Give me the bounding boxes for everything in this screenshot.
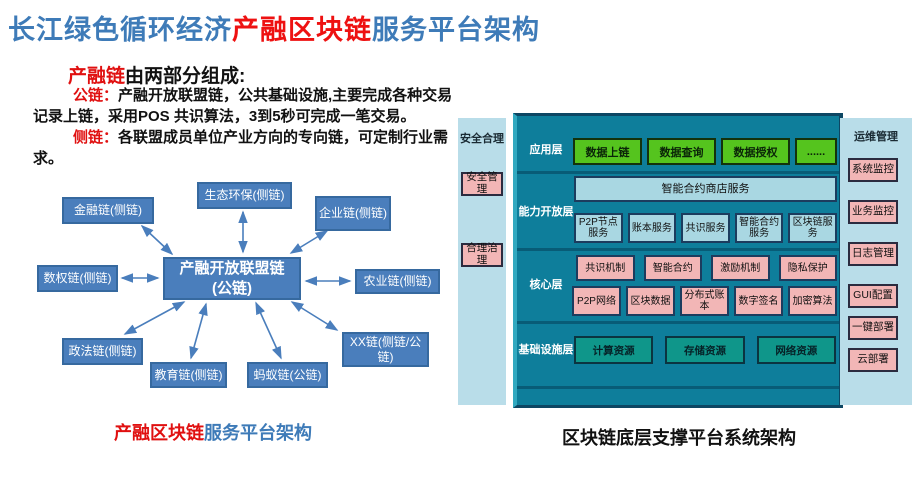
public-chain-label: 公链： xyxy=(73,87,119,104)
left-caption-blue: 服务平台架构 xyxy=(204,423,312,443)
core-box-block-data: 区块数据 xyxy=(626,286,675,316)
ops-box-business-monitor: 业务监控 xyxy=(848,200,898,224)
ops-sidebar-title: 运维管理 xyxy=(854,131,898,143)
infra-boxes-row: 计算资源 存储资源 网络资源 xyxy=(574,336,836,364)
node-law-chain: 政法链(侧链) xyxy=(62,338,143,365)
app-box-more: ...... xyxy=(795,138,837,165)
side-chain-label: 侧链： xyxy=(73,129,119,146)
capability-layer-label: 能力开放层 xyxy=(518,206,574,218)
infra-box-network: 网络资源 xyxy=(756,336,836,364)
ops-box-log-management: 日志管理 xyxy=(848,242,898,266)
left-caption-red: 产融区块链 xyxy=(114,423,204,443)
core-box-consensus-mechanism: 共识机制 xyxy=(576,255,635,281)
public-chain-text: 产融开放联盟链，公共基础设施,主要完成各种交易记录上链，采用POS 共识算法，3… xyxy=(33,87,453,125)
core-row-2: P2P网络 区块数据 分布式账本 数字签名 加密算法 xyxy=(572,286,837,316)
description-heading-rest: 由两部分组成: xyxy=(125,66,246,87)
description-heading: 产融链由两部分组成: xyxy=(68,61,245,88)
page-title: 长江绿色循环经济产融区块链服务平台架构 xyxy=(8,8,540,47)
divider-core-infra xyxy=(517,321,839,324)
smart-contract-store-box: 智能合约商店服务 xyxy=(574,176,837,202)
infra-box-compute: 计算资源 xyxy=(574,336,654,364)
capability-box-ledger-service: 账本服务 xyxy=(627,213,677,243)
app-box-data-upchain: 数据上链 xyxy=(573,138,642,165)
title-part-1: 长江绿色循环经济 xyxy=(8,15,232,45)
node-data-rights-chain: 数权链(侧链) xyxy=(37,265,118,292)
node-education-chain: 教育链(侧链) xyxy=(150,362,227,388)
security-sidebar: 安全合理 安全管理 合理治理 xyxy=(458,118,506,405)
capability-box-p2p-node: P2P节点服务 xyxy=(574,213,623,243)
core-row-1: 共识机制 智能合约 激励机制 隐私保护 xyxy=(576,255,837,281)
center-node-line1: 产融开放联盟链 xyxy=(179,260,285,277)
side-chain-paragraph: 侧链：各联盟成员单位产业方向的专向链，可定制行业需求。 xyxy=(33,127,453,169)
governance-box: 合理治理 xyxy=(461,243,503,267)
description-heading-keyword: 产融链 xyxy=(68,66,126,87)
node-enterprise-chain: 企业链(侧链) xyxy=(315,196,391,231)
ops-box-gui-config: GUI配置 xyxy=(848,284,898,308)
core-box-privacy: 隐私保护 xyxy=(778,255,837,281)
divider-capability-core xyxy=(517,248,839,251)
security-management-box: 安全管理 xyxy=(461,172,503,196)
divider-infra-bottom xyxy=(517,386,839,389)
node-eco-chain: 生态环保(侧链) xyxy=(197,182,292,209)
architecture-main-area: 应用层 数据上链 数据查询 数据授权 ...... 能力开放层 智能合约商店服务… xyxy=(513,113,843,408)
ops-box-one-key-deploy: 一键部署 xyxy=(848,316,898,340)
title-part-2: 产融区块链 xyxy=(232,15,372,45)
infra-layer-label: 基础设施层 xyxy=(518,344,574,356)
core-box-distributed-ledger: 分布式账本 xyxy=(680,286,729,316)
side-chain-text: 各联盟成员单位产业方向的专向链，可定制行业需求。 xyxy=(33,129,449,167)
divider-app-capability xyxy=(517,171,839,174)
ops-sidebar: 运维管理 系统监控 业务监控 日志管理 GUI配置 一键部署 云部署 xyxy=(840,118,912,405)
core-layer-label: 核心层 xyxy=(529,279,563,291)
public-chain-paragraph: 公链：产融开放联盟链，公共基础设施,主要完成各种交易记录上链，采用POS 共识算… xyxy=(33,85,453,127)
description-body: 公链：产融开放联盟链，公共基础设施,主要完成各种交易记录上链，采用POS 共识算… xyxy=(33,85,453,169)
core-box-encryption: 加密算法 xyxy=(788,286,837,316)
node-xx-chain: XX链(侧链/公链) xyxy=(342,332,429,367)
infra-box-storage: 存储资源 xyxy=(665,336,745,364)
app-layer-label: 应用层 xyxy=(529,144,563,156)
core-box-smart-contract: 智能合约 xyxy=(643,255,702,281)
core-box-p2p-network: P2P网络 xyxy=(572,286,621,316)
node-public-alliance-chain: 产融开放联盟链 (公链) xyxy=(163,257,301,300)
right-diagram-caption: 区块链底层支撑平台系统架构 xyxy=(562,428,796,448)
app-box-data-authorize: 数据授权 xyxy=(721,138,790,165)
app-box-data-query: 数据查询 xyxy=(647,138,716,165)
node-agriculture-chain: 农业链(侧链) xyxy=(355,269,440,294)
ops-box-cloud-deploy: 云部署 xyxy=(848,348,898,372)
core-box-digital-signature: 数字签名 xyxy=(734,286,783,316)
ops-box-system-monitor: 系统监控 xyxy=(848,158,898,182)
security-sidebar-title: 安全合理 xyxy=(460,133,504,145)
capability-box-blockchain: 区块链服务 xyxy=(788,213,837,243)
node-ant-chain: 蚂蚁链(公链) xyxy=(247,362,328,388)
left-diagram-caption: 产融区块链服务平台架构 xyxy=(58,419,368,445)
capability-box-smart-contract: 智能合约服务 xyxy=(734,213,784,243)
center-node-line2: (公链) xyxy=(212,279,252,297)
core-box-incentive: 激励机制 xyxy=(711,255,770,281)
title-part-3: 服务平台架构 xyxy=(372,15,540,45)
capability-box-consensus: 共识服务 xyxy=(681,213,730,243)
capability-boxes-row: P2P节点服务 账本服务 共识服务 智能合约服务 区块链服务 xyxy=(574,213,837,243)
node-finance-chain: 金融链(侧链) xyxy=(62,197,154,224)
